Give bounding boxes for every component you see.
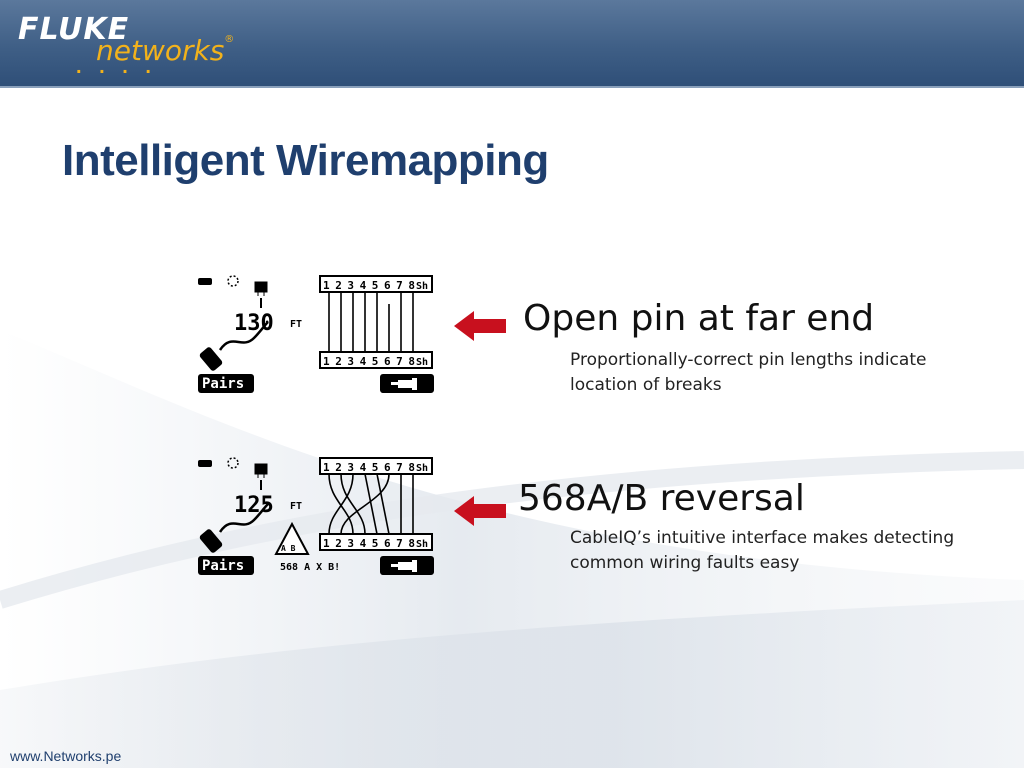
- wire-lines: [328, 473, 414, 535]
- pin-header-top: [319, 457, 433, 475]
- cable-plug-icon: [199, 503, 269, 553]
- pairs-softkey: [198, 556, 254, 575]
- shield-label-bottom: Sh: [416, 357, 428, 368]
- item-heading-open-pin: Open pin at far end: [523, 298, 875, 339]
- plug-icon: [391, 560, 417, 572]
- pin-header-bottom: [319, 351, 433, 369]
- warning-triangle-icon: A B: [274, 521, 310, 555]
- status-spinner-icon: [227, 457, 239, 469]
- tester-screen-568-reversal: 125 FT A B 12345678 Sh 12345678 Sh Pairs…: [198, 452, 436, 578]
- warning-label: A B: [281, 544, 296, 553]
- pin-header-bottom: [319, 533, 433, 551]
- slide-title: Intelligent Wiremapping: [62, 136, 549, 185]
- footer-url: www.Networks.pe: [10, 748, 122, 764]
- wiring-status-text: 568 A X B!: [280, 562, 340, 573]
- wire-lines: [328, 292, 414, 352]
- cable-plug-icon: [199, 321, 269, 371]
- item-description-open-pin: Proportionally-correct pin lengths indic…: [570, 350, 927, 395]
- registered-mark: ®: [224, 34, 235, 45]
- shield-label-bottom: Sh: [416, 539, 428, 550]
- brand-secondary-text: networks: [96, 34, 225, 67]
- left-arrow-icon: [454, 311, 506, 341]
- item-description-568-reversal: CableIQ’s intuitive interface makes dete…: [570, 528, 955, 573]
- cable-length-unit: FT: [290, 319, 302, 330]
- plug-icon: [391, 378, 417, 390]
- remote-unit-icon: [254, 463, 268, 478]
- shield-label-top: Sh: [416, 281, 428, 292]
- brand-dots: . . . .: [76, 56, 157, 78]
- header-banner: FLUKE networks® . . . .: [0, 0, 1024, 88]
- shield-label-top: Sh: [416, 463, 428, 474]
- left-arrow-icon: [454, 496, 506, 526]
- cable-length-unit: FT: [290, 501, 302, 512]
- fluke-networks-logo: FLUKE networks® . . . .: [18, 10, 248, 78]
- battery-icon: [198, 278, 212, 285]
- brand-secondary: networks®: [96, 34, 234, 67]
- pairs-softkey: [198, 374, 254, 393]
- pairs-softkey-label: Pairs: [202, 558, 244, 574]
- pin-header-top: [319, 275, 433, 293]
- remote-unit-icon: [254, 281, 268, 296]
- brand-primary: FLUKE: [18, 12, 130, 47]
- tester-screen-open-pin: 130 FT 12345678 Sh 12345678 Sh Pairs: [198, 270, 436, 394]
- battery-icon: [198, 460, 212, 467]
- status-spinner-icon: [227, 275, 239, 287]
- pairs-softkey-label: Pairs: [202, 376, 244, 392]
- item-heading-568-reversal: 568A/B reversal: [518, 478, 805, 519]
